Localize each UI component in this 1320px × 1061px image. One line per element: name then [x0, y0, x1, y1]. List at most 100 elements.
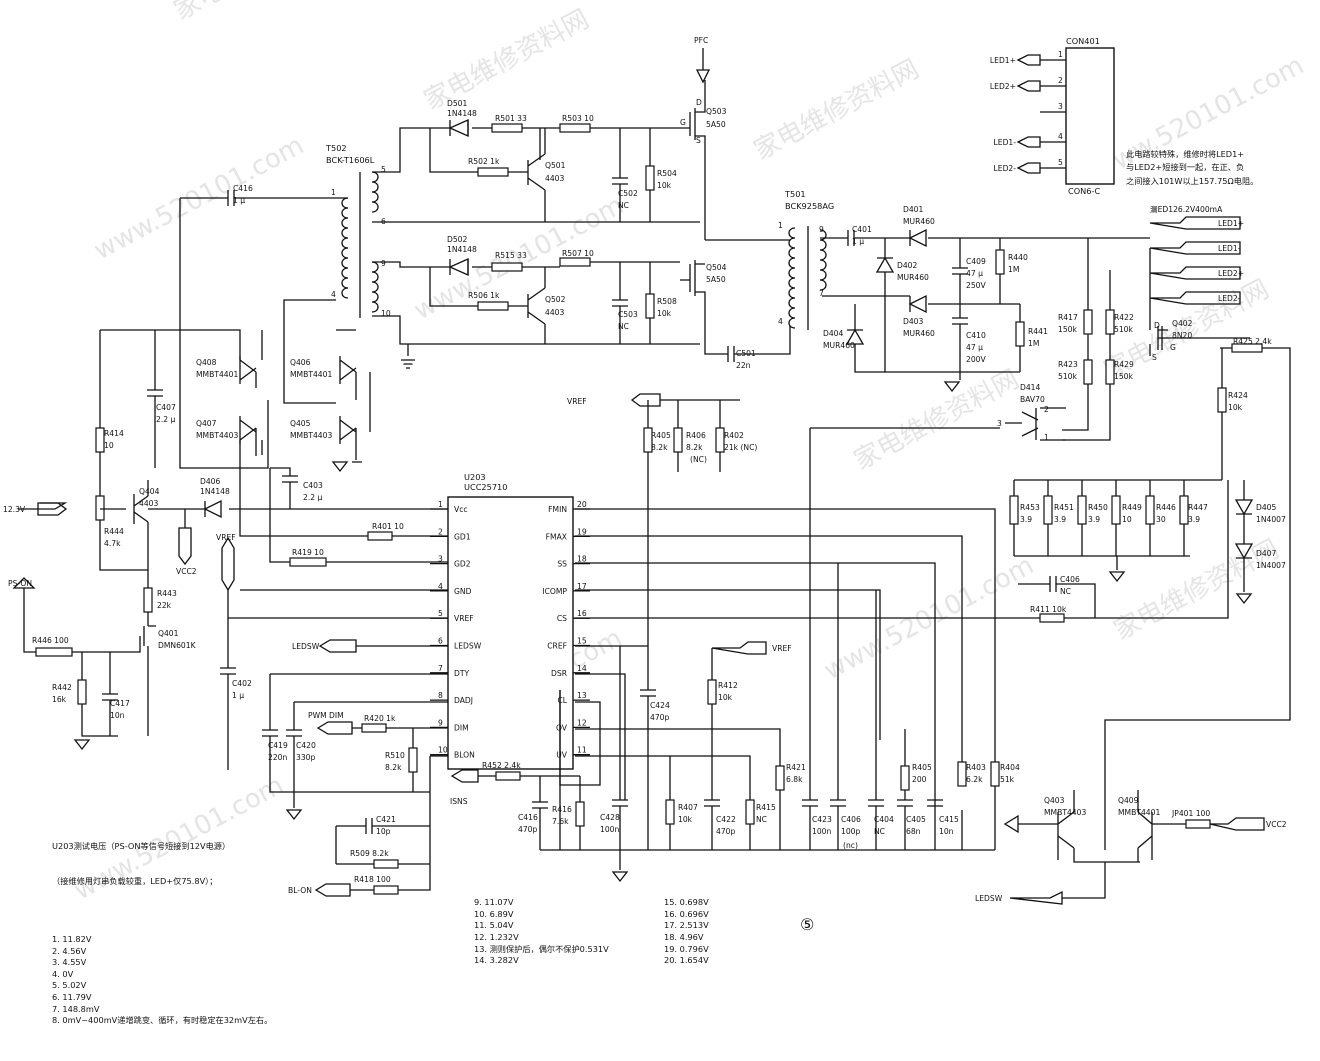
schematic-diagram: 家电维修资料网 www.520101.com 家电维修资料网 www.52010…: [3, 0, 1309, 934]
svg-text:2: 2: [1044, 405, 1049, 414]
svg-text:Q503: Q503: [706, 107, 727, 116]
svg-text:C410: C410: [966, 331, 986, 340]
svg-text:C416: C416: [233, 184, 253, 193]
svg-text:2.2 μ: 2.2 μ: [156, 415, 175, 424]
svg-text:BAV70: BAV70: [1020, 395, 1045, 404]
connector-net-label: LED1+: [990, 56, 1016, 65]
svg-text:C401: C401: [852, 225, 872, 234]
svg-text:LEDSW: LEDSW: [292, 642, 320, 651]
svg-text:R419 10: R419 10: [292, 548, 324, 557]
svg-text:10k: 10k: [657, 181, 672, 190]
svg-text:1: 1: [331, 188, 336, 197]
svg-text:R449: R449: [1122, 503, 1142, 512]
svg-text:10k: 10k: [657, 309, 672, 318]
svg-text:R405: R405: [912, 763, 932, 772]
svg-text:150k: 150k: [1058, 325, 1077, 334]
svg-text:R443: R443: [157, 589, 177, 598]
svg-text:5: 5: [381, 165, 386, 174]
ic-pin-name: CS: [557, 614, 567, 623]
svg-text:R421: R421: [786, 763, 806, 772]
ic-u203: U203 UCC25710 1Vcc2GD13GD24GND5VREF6LEDS…: [430, 472, 590, 770]
svg-text:10p: 10p: [376, 827, 391, 836]
svg-text:T501: T501: [784, 189, 806, 199]
svg-text:10: 10: [1122, 515, 1132, 524]
ic-pin-number: 16: [577, 609, 587, 618]
svg-text:C419: C419: [268, 741, 288, 750]
svg-text:R441: R441: [1028, 327, 1048, 336]
connector-net-label: LED1-: [994, 138, 1017, 147]
test-voltage-notes: U203测试电压（PS-ON等信号短接到12V电源） （接维修用灯串负载较重，L…: [52, 818, 272, 1061]
svg-text:Q408: Q408: [196, 358, 217, 367]
ic-pin-number: 17: [577, 582, 587, 591]
svg-text:NC: NC: [618, 201, 629, 210]
svg-text:D407: D407: [1256, 549, 1277, 558]
svg-text:470p: 470p: [518, 825, 537, 834]
svg-text:4: 4: [778, 317, 783, 326]
svg-text:51k: 51k: [1000, 775, 1015, 784]
connector-part: CON6-C: [1068, 186, 1100, 196]
ic-pin-name: FMIN: [548, 505, 567, 514]
svg-text:R405: R405: [651, 431, 671, 440]
svg-text:R414: R414: [104, 429, 124, 438]
svg-text:5A50: 5A50: [706, 120, 726, 129]
svg-text:LED1-: LED1-: [1218, 244, 1241, 253]
svg-text:9: 9: [381, 259, 386, 268]
svg-text:R407: R407: [678, 803, 698, 812]
svg-text:ISNS: ISNS: [450, 797, 468, 806]
svg-text:之间接入101W以上157.75Ω电阻。: 之间接入101W以上157.75Ω电阻。: [1126, 176, 1258, 186]
svg-text:VCC2: VCC2: [176, 567, 197, 576]
svg-text:D501: D501: [447, 99, 468, 108]
ic-pin-number: 19: [577, 527, 587, 536]
svg-text:D502: D502: [447, 235, 468, 244]
connector-note: 此电路较特殊，维修时将LED1+ 与LED2+短接到一起，在正、负 之间接入10…: [1126, 149, 1258, 186]
svg-text:Q401: Q401: [158, 629, 179, 638]
ic-pin-number: 7: [438, 664, 443, 673]
svg-text:VREF: VREF: [772, 644, 792, 653]
connector-pin-number: 2: [1058, 76, 1063, 85]
svg-text:Q502: Q502: [545, 295, 566, 304]
svg-text:Q402: Q402: [1172, 319, 1193, 328]
svg-text:8.2k: 8.2k: [686, 443, 703, 452]
svg-text:C402: C402: [232, 679, 252, 688]
svg-text:6.8k: 6.8k: [786, 775, 803, 784]
svg-text:2.2 μ: 2.2 μ: [303, 493, 322, 502]
svg-text:12.3V: 12.3V: [3, 505, 26, 514]
svg-text:C407: C407: [156, 403, 176, 412]
svg-text:R501 33: R501 33: [495, 114, 527, 123]
svg-text:(nc): (nc): [843, 841, 858, 850]
svg-text:6.2k: 6.2k: [966, 775, 983, 784]
svg-text:R416: R416: [552, 805, 572, 814]
ic-pin-name: GND: [454, 587, 472, 596]
svg-text:MMBT4401: MMBT4401: [196, 370, 238, 379]
svg-text:C501: C501: [736, 349, 756, 358]
ic-pin-name: GD1: [454, 532, 471, 541]
svg-text:R503 10: R503 10: [562, 114, 594, 123]
connector-pin-number: 4: [1058, 132, 1063, 141]
svg-text:5A50: 5A50: [706, 275, 726, 284]
svg-text:VREF: VREF: [567, 397, 587, 406]
svg-text:4403: 4403: [139, 499, 158, 508]
svg-text:R509 8.2k: R509 8.2k: [350, 849, 389, 858]
svg-text:R425 2.4k: R425 2.4k: [1233, 337, 1272, 346]
svg-text:与LED2+短接到一起，在正、负: 与LED2+短接到一起，在正、负: [1126, 162, 1244, 172]
notes-header: U203测试电压（PS-ON等信号短接到12V电源）: [52, 841, 231, 852]
svg-text:8N20: 8N20: [1172, 331, 1192, 340]
ic-pin-name: VREF: [454, 614, 474, 623]
svg-text:DMN601K: DMN601K: [158, 641, 197, 650]
ic-pin-number: 8: [438, 691, 443, 700]
svg-text:10n: 10n: [939, 827, 954, 836]
svg-text:R446 100: R446 100: [32, 636, 69, 645]
svg-text:1 μ: 1 μ: [232, 691, 244, 700]
svg-text:R450: R450: [1088, 503, 1108, 512]
svg-text:4: 4: [331, 290, 336, 299]
svg-text:10k: 10k: [678, 815, 693, 824]
watermark: 家电维修资料网: [749, 54, 924, 166]
ic-pin-number: 12: [577, 718, 587, 727]
svg-text:MMBT4403: MMBT4403: [1044, 808, 1086, 817]
svg-text:NC: NC: [874, 827, 885, 836]
